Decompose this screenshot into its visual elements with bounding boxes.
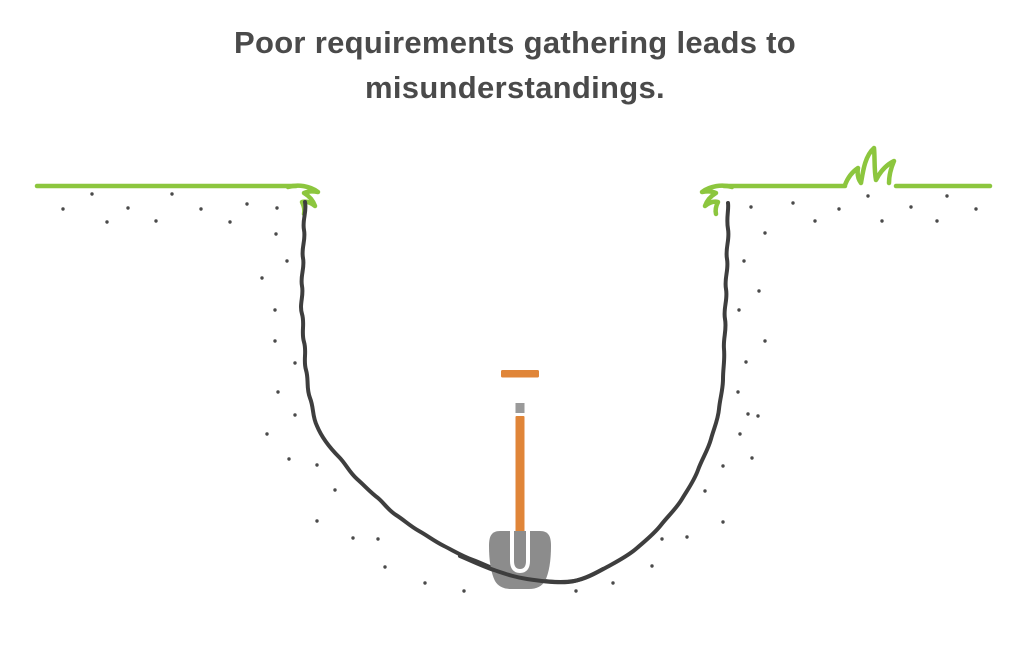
soil-dots	[61, 192, 978, 593]
soil-dot	[276, 390, 280, 394]
hole-bottom-over-blade	[458, 554, 605, 585]
soil-dot	[736, 390, 740, 394]
soil-dot	[265, 432, 269, 436]
soil-dot	[462, 589, 466, 593]
soil-dot	[293, 361, 297, 365]
grass-tuft-right-icon	[842, 145, 897, 188]
soil-dot	[90, 192, 94, 196]
soil-dot	[721, 464, 725, 468]
soil-dot	[574, 589, 578, 593]
shovel-handle-bar	[501, 370, 539, 378]
soil-dot	[744, 360, 748, 364]
soil-dot	[423, 581, 427, 585]
soil-dot	[285, 259, 289, 263]
soil-dot	[287, 457, 291, 461]
soil-dot	[333, 488, 337, 492]
soil-dot	[756, 414, 760, 418]
soil-dot	[721, 520, 725, 524]
soil-dot	[742, 259, 746, 263]
soil-dot	[315, 519, 319, 523]
soil-dot	[750, 456, 754, 460]
soil-dot	[611, 581, 615, 585]
soil-dot	[685, 535, 689, 539]
page-title: Poor requirements gathering leads to mis…	[233, 25, 797, 105]
shovel-blade-slot	[510, 529, 530, 573]
soil-dot	[746, 412, 750, 416]
soil-dot	[274, 232, 278, 236]
soil-dot	[749, 205, 753, 209]
soil-dot	[228, 220, 232, 224]
soil-dot	[945, 194, 949, 198]
soil-dot	[275, 206, 279, 210]
soil-dot	[273, 308, 277, 312]
soil-dot	[738, 432, 742, 436]
soil-dot	[105, 220, 109, 224]
soil-dot	[935, 219, 939, 223]
grass-tuft-right-edge-icon	[699, 183, 735, 217]
soil-dot	[245, 202, 249, 206]
soil-dot	[260, 276, 264, 280]
soil-dot	[273, 339, 277, 343]
soil-dot	[126, 206, 130, 210]
soil-dot	[866, 194, 870, 198]
soil-dot	[880, 219, 884, 223]
soil-dot	[813, 219, 817, 223]
soil-dot	[199, 207, 203, 211]
soil-dot	[974, 207, 978, 211]
soil-dot	[737, 308, 741, 312]
soil-dot	[376, 537, 380, 541]
soil-dot	[757, 289, 761, 293]
soil-dot	[650, 564, 654, 568]
hole-outline	[299, 200, 731, 585]
grass-layer	[34, 145, 993, 217]
soil-dot	[660, 537, 664, 541]
soil-dot	[315, 463, 319, 467]
soil-dot	[61, 207, 65, 211]
soil-dot	[293, 413, 297, 417]
shovel-shaft	[515, 416, 525, 533]
soil-dot	[383, 565, 387, 569]
soil-dot	[703, 489, 707, 493]
soil-dot	[351, 536, 355, 540]
soil-dot	[763, 231, 767, 235]
soil-dot	[154, 219, 158, 223]
grass-tuft-left-edge-icon	[285, 183, 321, 217]
shovel-icon	[458, 370, 605, 589]
soil-dot	[909, 205, 913, 209]
soil-dot	[763, 339, 767, 343]
shovel-connector	[515, 403, 525, 413]
soil-dot	[837, 207, 841, 211]
soil-dot	[170, 192, 174, 196]
soil-dot	[791, 201, 795, 205]
